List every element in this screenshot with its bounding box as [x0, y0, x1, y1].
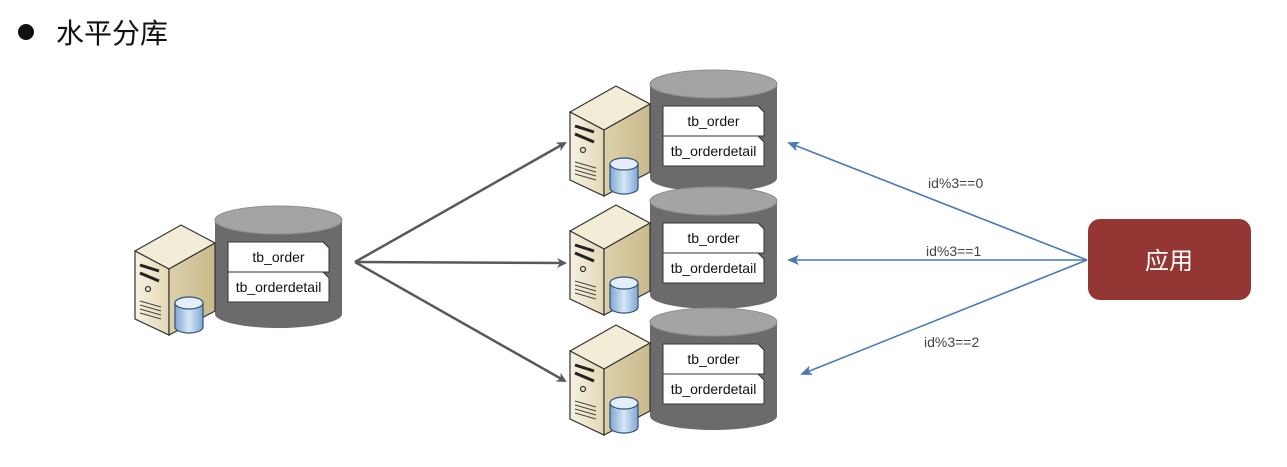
mini-database-icon — [609, 402, 639, 434]
route-arrow-0 — [787, 142, 1088, 261]
server-icon — [568, 324, 652, 436]
arrow-to-shard-2 — [354, 260, 567, 383]
mini-database-icon — [609, 282, 639, 314]
mini-database-icon — [609, 163, 639, 195]
table-card — [227, 241, 330, 273]
bullet-icon — [18, 24, 34, 40]
arrow-to-shard-0 — [354, 141, 567, 264]
table-card — [662, 252, 765, 284]
table-card — [662, 373, 765, 405]
shard-1-node: tb_order tb_orderdetail — [568, 186, 778, 316]
application-node: 应用 — [1088, 219, 1251, 300]
table-name: tb_order — [687, 113, 739, 129]
application-box — [1088, 219, 1251, 300]
slide-title: 水平分库 — [18, 10, 168, 54]
route-arrow-2 — [800, 259, 1088, 375]
title-text: 水平分库 — [56, 17, 169, 50]
table-card — [662, 343, 765, 375]
server-icon — [568, 204, 652, 316]
table-card — [662, 105, 765, 137]
table-name: tb_order — [252, 249, 304, 265]
table-card — [662, 135, 765, 167]
server-icon — [568, 85, 652, 197]
table-name: tb_orderdetail — [671, 381, 757, 397]
route-rule-2: id%3==2 — [924, 334, 979, 350]
server-icon — [133, 224, 217, 336]
database-cylinder-top — [649, 307, 778, 337]
database-cylinder-top — [649, 186, 778, 216]
table-name: tb_order — [687, 351, 739, 367]
route-rule-0: id%3==0 — [928, 175, 983, 191]
fanout-arrows — [354, 141, 567, 383]
application-label: 应用 — [1145, 247, 1193, 275]
arrow-to-shard-1 — [354, 257, 567, 268]
routing-arrows: id%3==0 id%3==1 id%3==2 — [787, 142, 1088, 375]
shard-2-node: tb_order tb_orderdetail — [568, 307, 778, 436]
source-database-node: tb_order tb_orderdetail — [133, 205, 343, 336]
table-card — [227, 271, 330, 303]
table-name: tb_orderdetail — [671, 143, 757, 159]
table-card — [662, 222, 765, 254]
table-name: tb_order — [687, 230, 739, 246]
shard-0-node: tb_order tb_orderdetail — [568, 69, 778, 197]
mini-database-icon — [174, 302, 204, 334]
database-cylinder-top — [649, 69, 778, 99]
table-name: tb_orderdetail — [236, 279, 322, 295]
database-cylinder-top — [214, 205, 343, 235]
route-rule-1: id%3==1 — [926, 243, 981, 259]
table-name: tb_orderdetail — [671, 260, 757, 276]
